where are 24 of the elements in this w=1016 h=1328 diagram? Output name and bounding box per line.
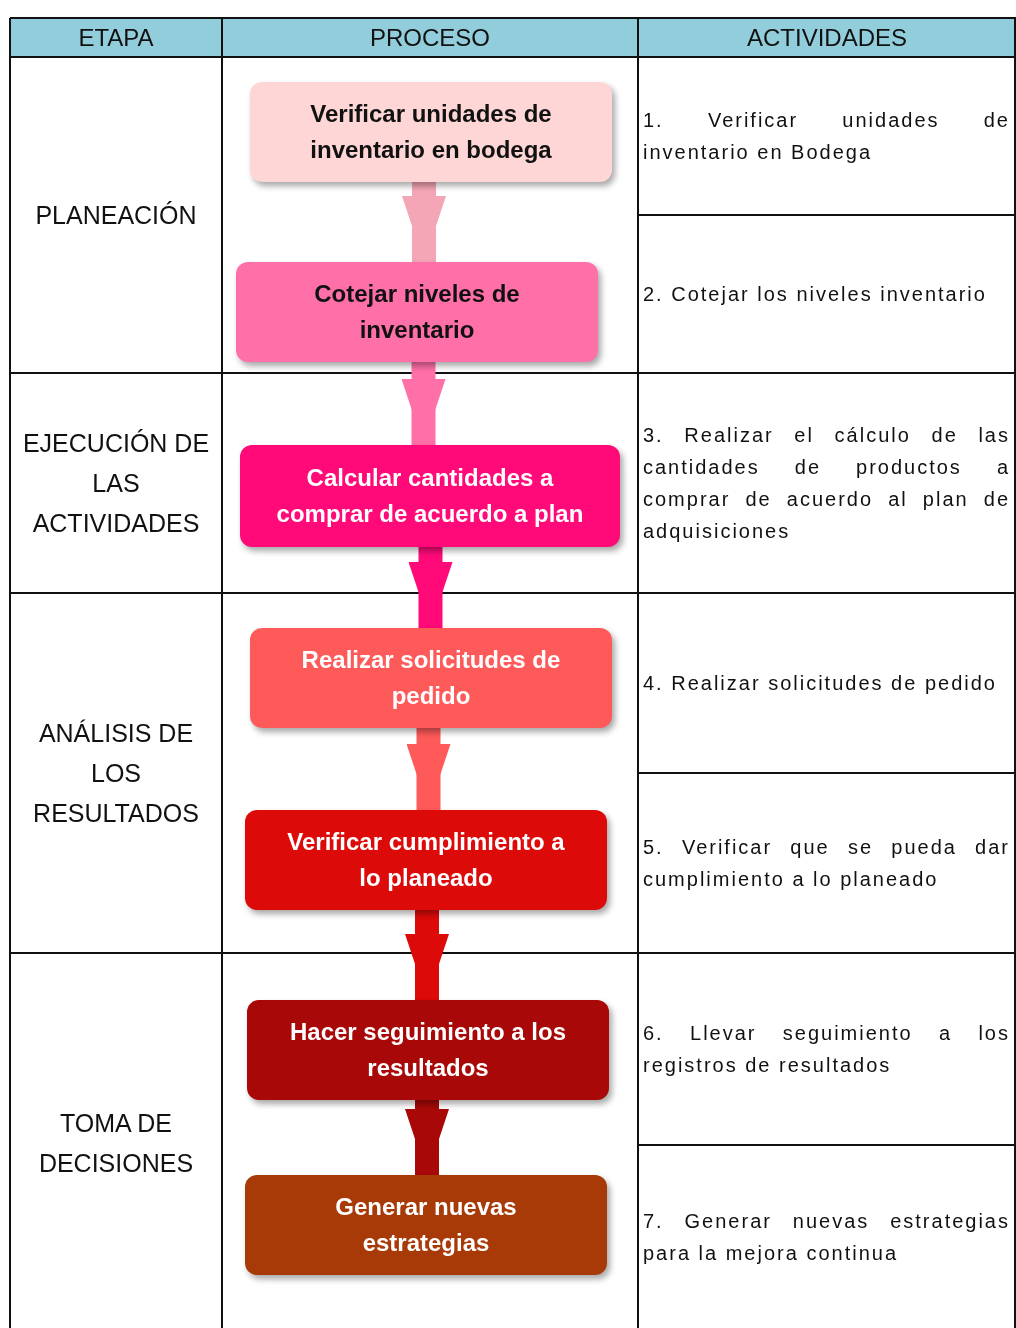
arrow — [406, 728, 451, 810]
arrow — [405, 910, 449, 1000]
arrow — [401, 362, 446, 445]
process-box: Cotejar niveles de inventario — [236, 262, 598, 362]
process-box: Realizar solicitudes de pedido — [250, 628, 612, 728]
arrow — [405, 1100, 449, 1175]
process-box: Calcular cantidades a comprar de acuerdo a plan — [240, 445, 620, 547]
activity-text: 4. Realizar solicitudes de pedido — [643, 671, 998, 696]
arrow — [408, 547, 453, 628]
activity-text: 7. Generar nuevas estrategias para la mejora continua — [643, 1208, 1010, 1266]
process-box: Verificar cumplimiento a lo planeado — [245, 810, 607, 910]
activity-text: 5. Verificar que se pueda dar cumplimiento a lo planeado — [643, 835, 1010, 892]
activity-text: 3. Realizar el cálculo de las cantidades de productos a comprar de acuerdo al plan de adquisiciones — [643, 423, 1010, 544]
process-box: Verificar unidades de inventario en bodega — [250, 82, 612, 182]
stage-label: ANÁLISIS DE LOS RESULTADOS — [32, 718, 200, 829]
activity-text: 6. Llevar seguimiento a los registros de resultados — [643, 1021, 1010, 1078]
stage-label: PLANEACIÓN — [34, 200, 198, 231]
process-box: Hacer seguimiento a los resultados — [247, 1000, 609, 1100]
stage-label: EJECUCIÓN DE LAS ACTIVIDADES — [21, 428, 211, 539]
stage-label: TOMA DE DECISIONES — [37, 1108, 195, 1179]
activity-text: 2. Cotejar los niveles inventario — [643, 282, 988, 307]
arrow — [402, 182, 446, 262]
activity-text: 1. Verificar unidades de inventario en Bodega — [643, 108, 1010, 165]
process-box: Generar nuevas estrategias — [245, 1175, 607, 1275]
